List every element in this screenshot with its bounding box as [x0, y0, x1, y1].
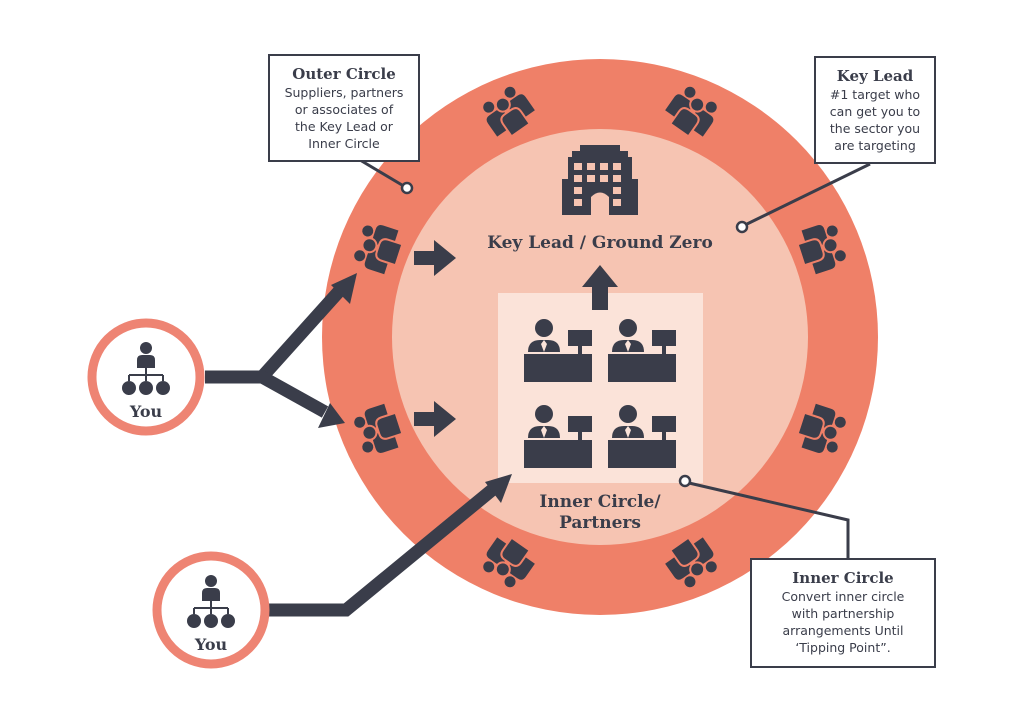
right-arrow-top [414, 240, 456, 276]
key-lead-line: are targeting [834, 138, 916, 153]
right-arrow-bottom [414, 401, 456, 437]
outer-circle-title: Outer Circle [292, 65, 396, 83]
inner-circle-partners-line2: Partners [559, 513, 641, 533]
key-lead-title: Key Lead [836, 67, 914, 85]
key-lead-line: the sector you [829, 121, 921, 136]
you-connector-top [205, 283, 347, 418]
outer-circle-line: the Key Lead or [295, 119, 393, 134]
arrowhead-upper [331, 273, 357, 304]
inner-circle-line: ‘Tipping Point”. [795, 640, 891, 655]
outer-circle-callout: Outer Circle Suppliers, partners or asso… [268, 54, 420, 162]
you-connector-bottom [268, 484, 497, 617]
inner-circle-title: Inner Circle [792, 569, 894, 587]
office-building-icon [562, 145, 638, 215]
inner-circle-callout: Inner Circle Convert inner circle with p… [750, 558, 936, 668]
inner-circle-line: with partnership [791, 606, 895, 621]
you-label-top: You [129, 402, 163, 421]
inner-circle-line: Convert inner circle [781, 589, 905, 604]
you-label-bottom: You [194, 635, 228, 654]
leader-dot-outer [400, 181, 414, 195]
inner-circle-partners-label: Inner Circle/ Partners [510, 492, 690, 534]
leader-dot-key-lead [735, 220, 749, 234]
outer-circle-line: Inner Circle [308, 136, 380, 151]
arrowhead-inner [485, 474, 512, 503]
inner-circle-line: arrangements Until [782, 623, 904, 638]
key-lead-callout: Key Lead #1 target who can get you to th… [814, 56, 936, 164]
outer-circle-line: Suppliers, partners [284, 85, 404, 100]
key-lead-line: can get you to [829, 104, 921, 119]
key-lead-ground-zero-label: Key Lead / Ground Zero [487, 233, 713, 253]
arrowhead-lower [318, 403, 345, 428]
outer-circle-line: or associates of [294, 102, 394, 117]
leader-dot-inner [678, 474, 692, 488]
up-arrow [582, 265, 618, 310]
key-lead-line: #1 target who [829, 87, 921, 102]
callout-leaders [359, 158, 871, 560]
inner-circle-partners-line1: Inner Circle/ [539, 492, 661, 512]
